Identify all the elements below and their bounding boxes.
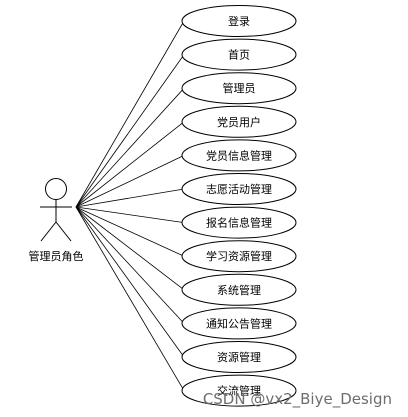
association-line [75, 206, 185, 391]
association-line [75, 206, 185, 291]
use-case-label: 党员信息管理 [206, 148, 272, 162]
use-case-label: 系统管理 [217, 283, 261, 297]
use-case-ellipse [181, 341, 297, 373]
use-case-ellipse [181, 105, 297, 138]
use-case-label: 通知公告管理 [206, 316, 272, 330]
use-case-label: 党员用户 [217, 115, 261, 129]
use-case: 志愿活动管理 [181, 173, 297, 205]
use-case-label: 首页 [228, 48, 250, 62]
use-case-ellipse [181, 273, 297, 306]
use-case-label: 资源管理 [217, 350, 261, 364]
association-line [75, 206, 185, 223]
use-case: 通知公告管理 [181, 307, 297, 340]
use-case: 党员信息管理 [181, 139, 297, 172]
association-line [75, 188, 185, 208]
use-case-label: 管理员 [223, 81, 256, 95]
use-case: 登录 [181, 5, 297, 37]
actor: 管理员角色 [29, 178, 84, 263]
use-case-ellipse [181, 72, 297, 105]
association-line [75, 54, 185, 208]
use-case: 党员用户 [181, 105, 297, 138]
actor-label: 管理员角色 [29, 249, 84, 263]
use-case-ellipse [181, 206, 297, 239]
use-case-label: 交流管理 [217, 384, 261, 398]
use-case-label: 登录 [228, 14, 250, 28]
use-case-ellipse [181, 307, 297, 340]
use-case-label: 报名信息管理 [206, 216, 272, 230]
use-case: 交流管理 [181, 374, 297, 407]
association-line [75, 87, 185, 208]
association-lines [75, 20, 185, 391]
association-line [75, 206, 185, 358]
association-line [75, 206, 185, 257]
use-case: 资源管理 [181, 341, 297, 373]
use-case-label: 学习资源管理 [206, 249, 272, 263]
use-case: 系统管理 [181, 273, 297, 306]
association-line [75, 155, 185, 208]
use-case-label: 志愿活动管理 [206, 182, 272, 196]
association-line [75, 20, 185, 208]
use-case: 学习资源管理 [181, 240, 297, 273]
use-case-ellipse [181, 173, 297, 205]
association-line [75, 206, 185, 324]
actor-right-leg [55, 221, 72, 242]
use-case-ellipse [181, 38, 297, 71]
use-case-ellipse [181, 240, 297, 273]
use-case: 管理员 [181, 72, 297, 105]
use-case-ellipse [181, 139, 297, 172]
use-case-ellipse [181, 5, 297, 37]
use-case-ellipse [181, 374, 297, 407]
actor-left-leg [40, 221, 57, 242]
watermark: CSDN @vx2_Biye_Design [203, 390, 392, 409]
use-case-group: 登录首页管理员党员用户党员信息管理志愿活动管理报名信息管理学习资源管理系统管理通… [181, 5, 297, 407]
use-case: 首页 [181, 38, 297, 71]
actor-head [45, 178, 67, 200]
use-case: 报名信息管理 [181, 206, 297, 239]
association-line [75, 121, 185, 208]
